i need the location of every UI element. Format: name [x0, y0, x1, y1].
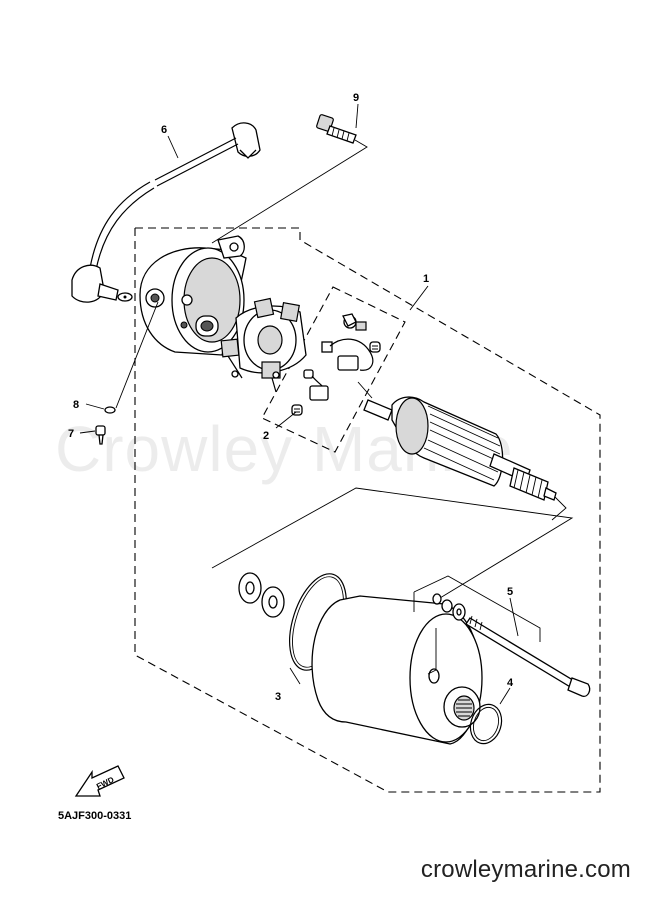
callout-6: 6	[161, 124, 167, 136]
callout-1: 1	[423, 273, 429, 285]
drawing-code: 5AJF300-0331	[58, 810, 132, 822]
through-bolt-part-5[interactable]	[432, 593, 591, 697]
leader-9	[355, 103, 359, 129]
armature-shaft-guide	[357, 381, 373, 399]
o-ring-part-4[interactable]	[466, 700, 507, 747]
brush-subassembly-boundary	[261, 286, 406, 453]
washer-guide-line	[115, 301, 159, 409]
screw-part-7[interactable]	[95, 425, 106, 445]
bolt-set-bracket	[413, 575, 541, 675]
armature-part-1[interactable]	[363, 396, 557, 501]
washer-guide-frame	[211, 487, 574, 599]
leader-7	[79, 430, 96, 434]
site-footer[interactable]: crowleymarine.com	[420, 856, 631, 883]
bolt-part-9[interactable]	[316, 114, 357, 144]
lead-wire-part-6[interactable]	[71, 122, 261, 303]
callout-3: 3	[275, 691, 281, 703]
callout-8: 8	[73, 399, 79, 411]
leader-5	[509, 597, 519, 637]
fwd-arrow-icon: FWD	[74, 765, 125, 797]
bolt-guide-line	[211, 139, 368, 244]
washer-part-8[interactable]	[104, 406, 116, 414]
thrust-washer-right[interactable]	[261, 586, 285, 618]
callout-9: 9	[353, 92, 359, 104]
yoke-motor-body[interactable]	[311, 595, 483, 745]
leader-6	[167, 135, 179, 159]
leader-2	[275, 411, 297, 429]
callout-2: 2	[263, 430, 269, 442]
assembly-boundary-dashed	[134, 227, 601, 793]
callout-4: 4	[507, 677, 514, 689]
thrust-washer-left[interactable]	[238, 572, 262, 604]
callout-7: 7	[68, 428, 74, 440]
brush-holder-plate[interactable]	[220, 297, 307, 393]
front-cover-housing[interactable]	[139, 235, 247, 356]
brush-set-part-2[interactable]	[291, 313, 381, 416]
leader-8	[85, 403, 105, 410]
callout-5: 5	[507, 586, 513, 598]
leader-4	[499, 687, 511, 705]
leader-1	[409, 285, 429, 311]
leader-3	[289, 667, 301, 685]
